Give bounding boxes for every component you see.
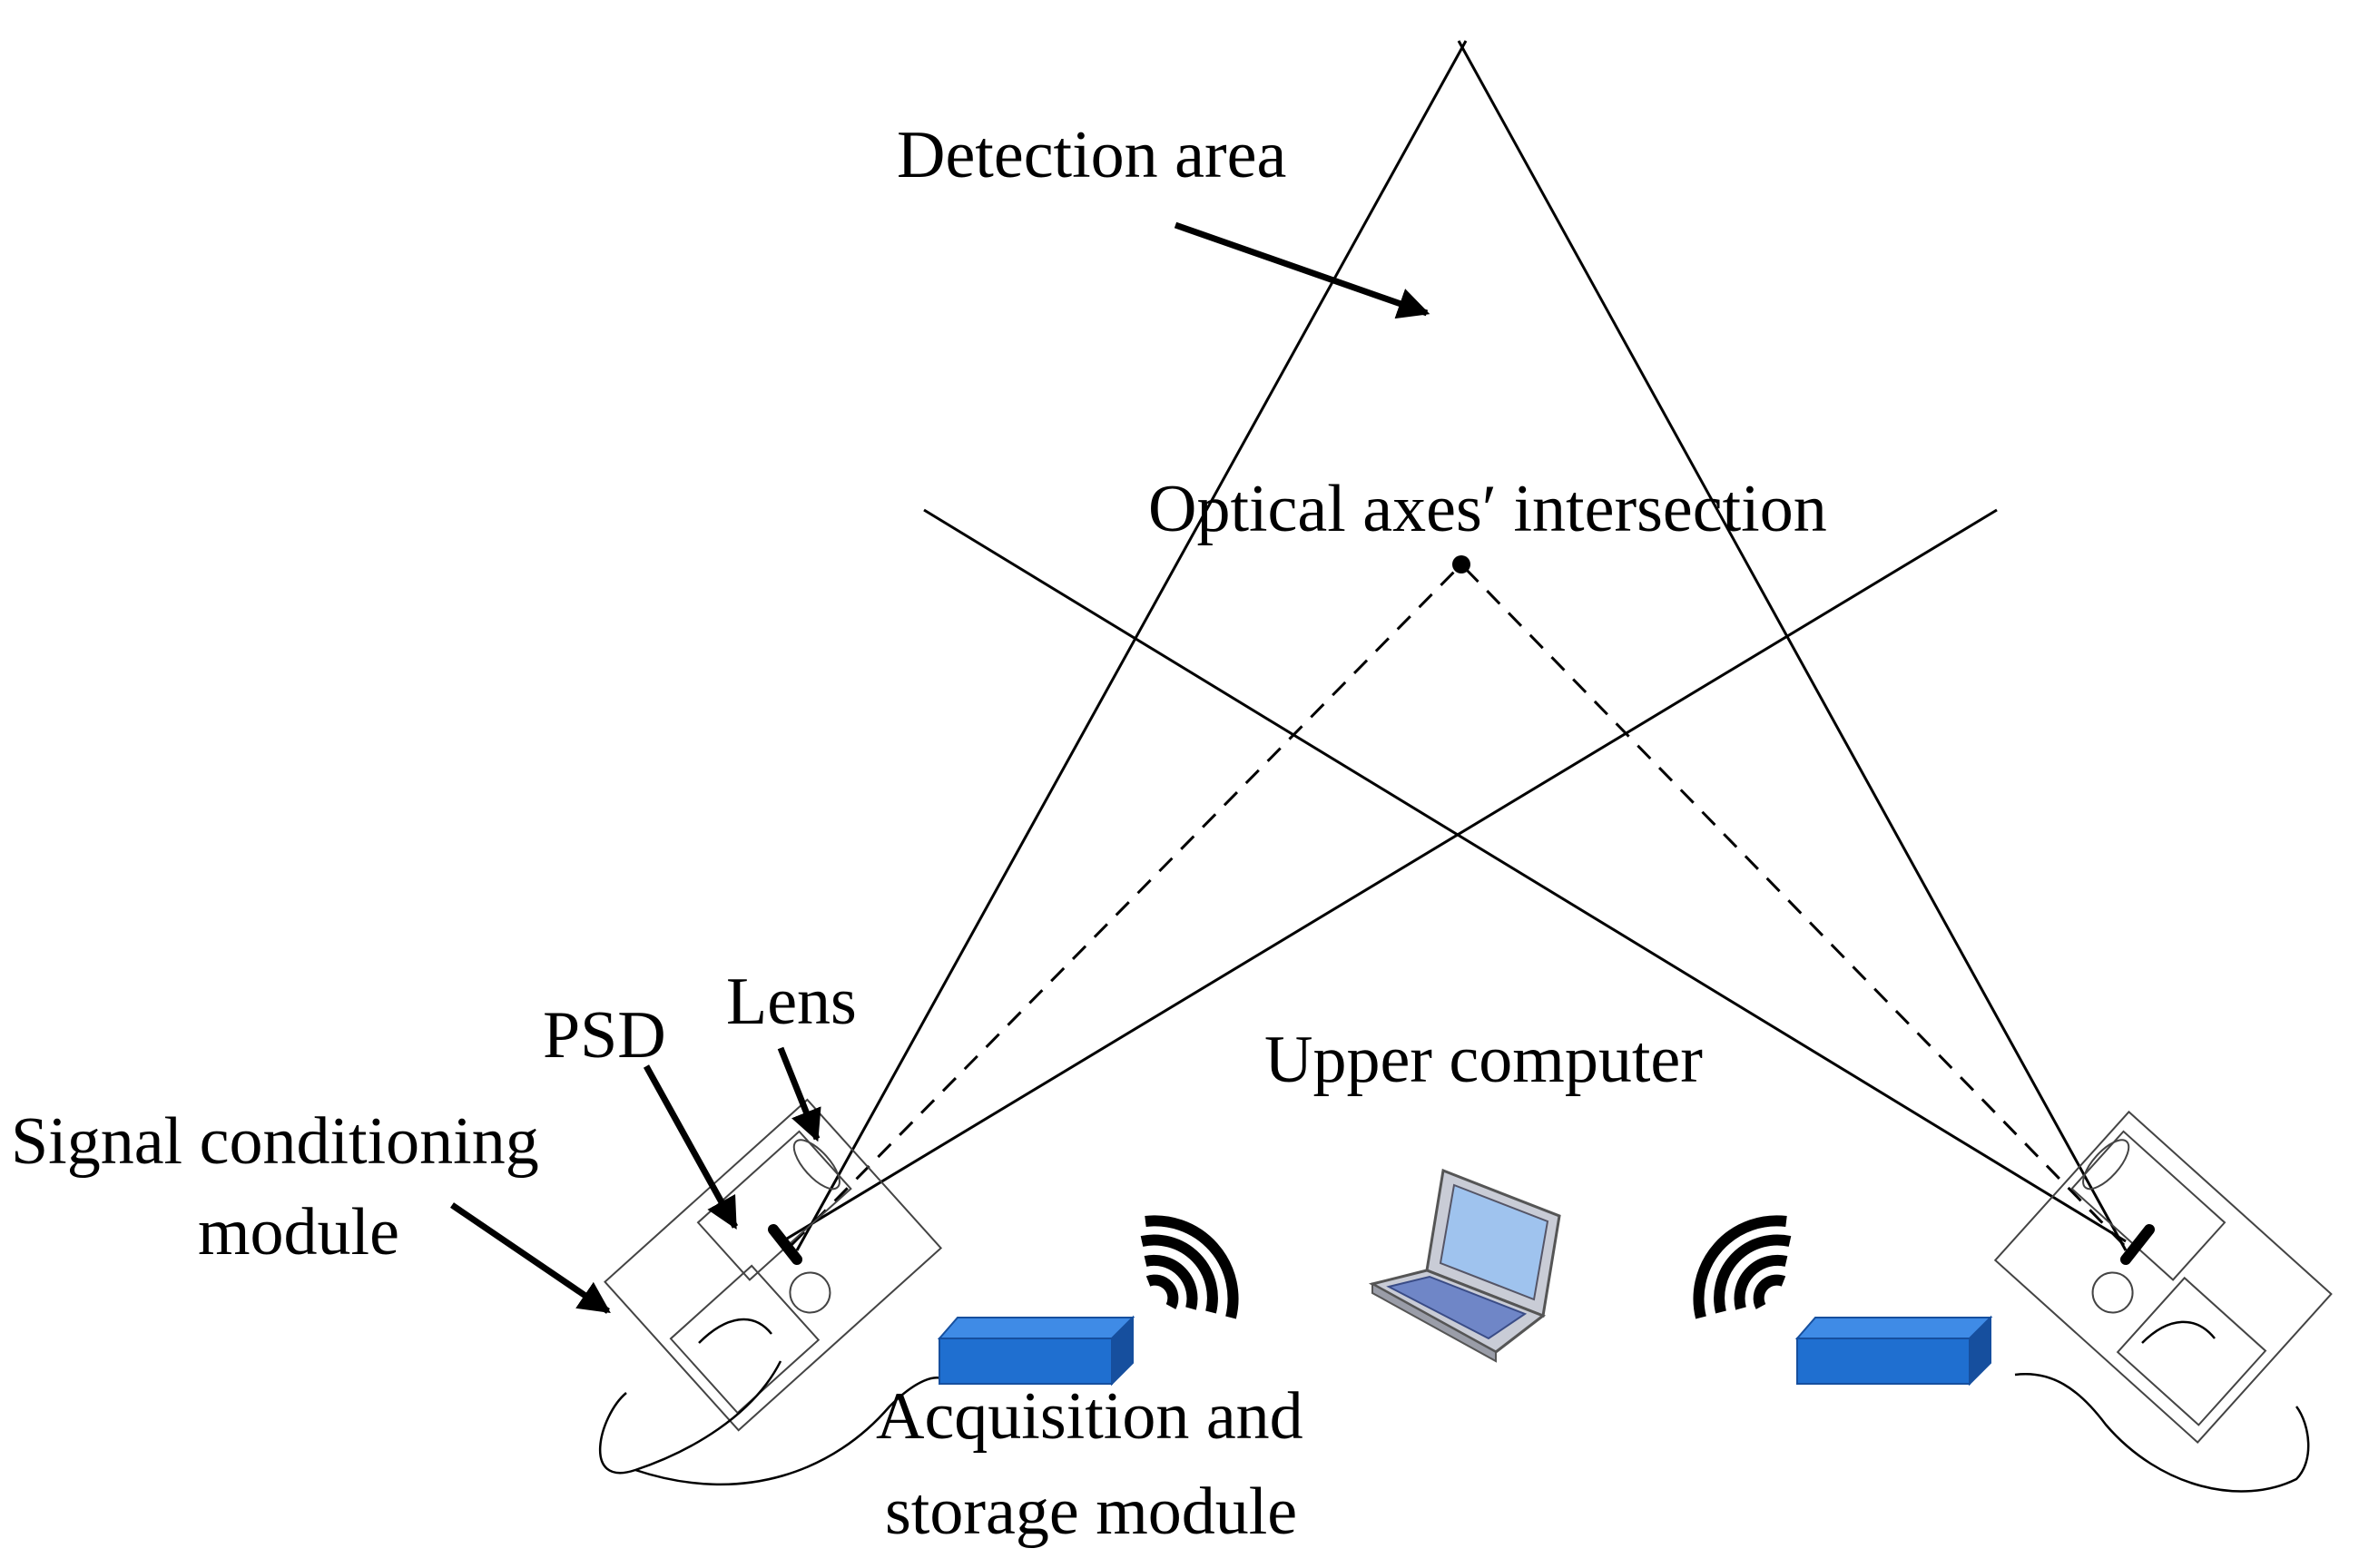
left-signal-conditioning-box: [669, 1264, 821, 1415]
wireless-signal-icon: [1140, 1215, 1239, 1319]
lens-label: Lens: [726, 965, 857, 1039]
wireless-signal-icon: [1693, 1215, 1792, 1319]
left-lens: [792, 1139, 840, 1191]
signal-conditioning-arrow: [450, 1202, 611, 1314]
label-arrows: [450, 221, 1430, 1314]
right-optical-axis: [1460, 563, 2126, 1247]
right-fov-outer-line: [1457, 40, 2128, 1251]
right-lens: [2082, 1139, 2130, 1191]
left-fov-outer-line: [795, 40, 1468, 1251]
left-acquisition-module: [937, 1315, 1135, 1387]
laptop-screen: [1439, 1183, 1549, 1301]
psd-arrow: [643, 1064, 739, 1230]
right-signal-conditioning-box: [2116, 1276, 2267, 1426]
left-psd-sensor: [768, 1224, 802, 1265]
psd-label: PSD: [543, 998, 666, 1073]
acquisition-label-line1: Acquisition and: [876, 1379, 1303, 1454]
detection-area-arrow: [1174, 221, 1430, 319]
right-acquisition-module-side: [1969, 1315, 1991, 1387]
optical-axes-intersection-point: [1452, 555, 1470, 573]
left-acquisition-module-side: [1111, 1315, 1134, 1387]
right-psd-sensor: [2120, 1224, 2155, 1265]
laptop-keyboard: [1386, 1275, 1528, 1340]
left-internal-loop: [698, 1318, 772, 1344]
right-fov-inner-line: [923, 508, 2127, 1243]
left-optical-axis: [790, 563, 1463, 1247]
detection-area-label: Detection area: [897, 118, 1286, 192]
right-connector: [2091, 1271, 2134, 1314]
cables: [599, 1318, 2310, 1493]
right-acquisition-module-front: [1796, 1338, 1971, 1385]
right-sensor-housing: [1993, 1110, 2333, 1444]
left-sensor-assembly: [604, 1098, 943, 1432]
optical-axes: [790, 563, 2126, 1247]
left-sensor-housing: [604, 1098, 943, 1432]
left-psd-box: [696, 1130, 852, 1281]
left-cable: [599, 1360, 945, 1486]
right-cable: [2014, 1373, 2310, 1493]
right-acquisition-module: [1794, 1315, 1993, 1387]
left-acquisition-module-top: [937, 1317, 1135, 1339]
field-of-view-lines: [781, 40, 2128, 1251]
right-internal-loop: [2141, 1320, 2216, 1344]
left-acquisition-module-front: [939, 1338, 1113, 1385]
right-sensor-assembly: [1993, 1110, 2333, 1444]
right-acquisition-module-top: [1794, 1317, 1993, 1339]
laptop-base-edge: [1371, 1282, 1497, 1363]
acquisition-label-line2: storage module: [885, 1475, 1297, 1549]
left-connector: [789, 1271, 831, 1314]
upper-computer-label: Upper computer: [1264, 1023, 1703, 1097]
signal-conditioning-label-line2: module: [198, 1195, 399, 1269]
left-fov-inner-line: [781, 508, 1998, 1243]
laptop-icon: [1368, 1168, 1561, 1363]
lens-arrow: [777, 1046, 821, 1142]
right-psd-box: [2070, 1130, 2226, 1281]
optical-axes-intersection-label: Optical axes′ intersection: [1148, 472, 1827, 546]
signal-conditioning-label-line1: Signal conditioning: [11, 1104, 539, 1179]
